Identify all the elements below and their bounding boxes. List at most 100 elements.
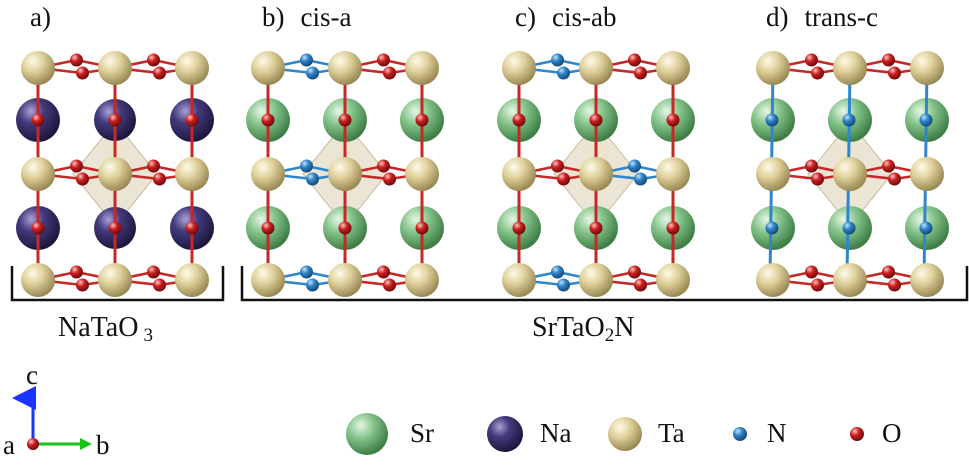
o-atom bbox=[153, 278, 166, 292]
ta-atom bbox=[251, 263, 285, 297]
o-atom bbox=[888, 278, 901, 292]
legend-swatch-n bbox=[733, 427, 747, 441]
ta-atom bbox=[502, 263, 536, 297]
o-atom bbox=[882, 159, 895, 173]
o-atom bbox=[888, 66, 901, 80]
ta-atom bbox=[656, 51, 690, 85]
ta-atom bbox=[756, 263, 790, 297]
o-atom bbox=[383, 172, 396, 186]
ta-atom bbox=[756, 51, 790, 85]
ta-atom bbox=[579, 263, 613, 297]
ta-atom bbox=[502, 51, 536, 85]
legend-swatch-na bbox=[487, 416, 523, 452]
panel-name: cis-a bbox=[300, 2, 352, 32]
formula-srtao2n: SrTaO2N bbox=[532, 312, 634, 347]
ta-atom bbox=[98, 263, 132, 297]
n-atom bbox=[306, 66, 319, 80]
legend-label-ta: Ta bbox=[658, 418, 685, 448]
ta-atom bbox=[175, 157, 209, 191]
group-bracket-srtao2n bbox=[240, 266, 969, 302]
unit-cell-a bbox=[16, 51, 214, 297]
ta-atom bbox=[21, 263, 55, 297]
panel-label-a: a) bbox=[30, 2, 51, 33]
o-atom bbox=[147, 265, 160, 279]
o-atom bbox=[377, 159, 390, 173]
o-atom bbox=[108, 221, 122, 235]
o-atom bbox=[512, 113, 526, 127]
o-atom bbox=[70, 265, 83, 279]
ta-atom bbox=[910, 157, 944, 191]
o-atom bbox=[634, 66, 647, 80]
legend-layer bbox=[346, 413, 864, 455]
ta-atom bbox=[910, 51, 944, 85]
axis-label-a: a bbox=[3, 430, 15, 460]
o-atom bbox=[551, 159, 564, 173]
axis-b-arrowhead bbox=[80, 438, 92, 450]
legend-swatch-ta bbox=[608, 417, 642, 451]
o-atom bbox=[882, 53, 895, 67]
formula-main: NaTaO bbox=[58, 312, 139, 343]
ta-atom bbox=[756, 157, 790, 191]
o-atom bbox=[811, 278, 824, 292]
ta-atom bbox=[656, 157, 690, 191]
ta-atom bbox=[405, 157, 439, 191]
n-atom bbox=[628, 159, 641, 173]
unit-cell-b bbox=[246, 51, 444, 297]
n-atom bbox=[765, 113, 779, 127]
o-atom bbox=[338, 221, 352, 235]
brackets-layer bbox=[10, 266, 969, 302]
formula-subscript: 2 bbox=[604, 324, 615, 346]
o-atom bbox=[185, 221, 199, 235]
o-atom bbox=[634, 278, 647, 292]
ta-atom bbox=[910, 263, 944, 297]
formula-main: SrTaO bbox=[532, 312, 605, 343]
n-atom bbox=[300, 53, 313, 67]
o-atom bbox=[589, 113, 603, 127]
ta-atom bbox=[175, 51, 209, 85]
panel-name: trans-c bbox=[804, 2, 878, 32]
o-atom bbox=[76, 278, 89, 292]
legend-label-na: Na bbox=[540, 418, 572, 448]
o-atom bbox=[805, 265, 818, 279]
n-atom bbox=[842, 221, 856, 235]
o-atom bbox=[811, 172, 824, 186]
axis-a-dot bbox=[27, 438, 39, 450]
ta-atom bbox=[98, 157, 132, 191]
panel-tag: d) bbox=[766, 2, 789, 32]
formula-subscript: 3 bbox=[143, 324, 153, 346]
ta-atom bbox=[328, 263, 362, 297]
legend-label-sr: Sr bbox=[410, 418, 435, 448]
o-atom bbox=[512, 221, 526, 235]
n-atom bbox=[557, 278, 570, 292]
panel-label-d: d) trans-c bbox=[766, 2, 878, 33]
n-atom bbox=[300, 265, 313, 279]
panel-label-c: c)cis-ab bbox=[515, 2, 616, 33]
n-atom bbox=[551, 265, 564, 279]
group-bracket-natao3 bbox=[10, 266, 225, 302]
ta-atom bbox=[21, 157, 55, 191]
unit-cell-c bbox=[497, 51, 695, 297]
o-atom bbox=[805, 53, 818, 67]
legend-label-n: N bbox=[767, 418, 787, 448]
formula-suffix: N bbox=[614, 312, 635, 343]
n-atom bbox=[634, 172, 647, 186]
o-atom bbox=[185, 113, 199, 127]
ta-atom bbox=[833, 263, 867, 297]
o-atom bbox=[147, 159, 160, 173]
panel-tag: a) bbox=[30, 2, 51, 32]
ta-atom bbox=[328, 51, 362, 85]
ta-atom bbox=[579, 51, 613, 85]
o-atom bbox=[108, 113, 122, 127]
o-atom bbox=[666, 113, 680, 127]
n-atom bbox=[306, 278, 319, 292]
o-atom bbox=[805, 159, 818, 173]
o-atom bbox=[261, 113, 275, 127]
ta-atom bbox=[405, 51, 439, 85]
unit-cell-d bbox=[751, 51, 949, 297]
legend-swatch-o bbox=[850, 427, 864, 441]
ta-atom bbox=[502, 157, 536, 191]
o-atom bbox=[415, 221, 429, 235]
panel-label-b: b)cis-a bbox=[262, 2, 351, 33]
n-atom bbox=[842, 113, 856, 127]
